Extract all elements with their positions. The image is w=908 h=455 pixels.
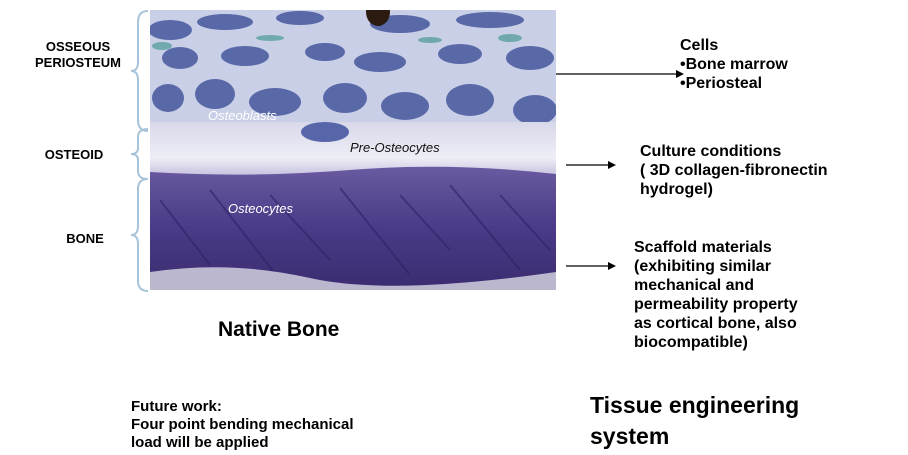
label-osseous: OSSEOUS [22,39,134,55]
future-work-block: Future work: Four point bending mechanic… [131,398,354,452]
future-work-line: Four point bending mechanical [131,416,354,434]
label-osteoid: OSTEOID [35,147,113,163]
culture-line: Culture conditions [640,142,828,161]
tissue-engineering-title: Tissue engineering system [590,390,799,452]
bone-micrograph-image: Osteoblasts Pre-Osteocytes Osteocytes [150,10,556,290]
label-bone: BONE [55,231,115,247]
scaffold-line: as cortical bone, also [634,314,798,333]
arrow-cells [556,68,686,80]
future-work-line: Future work: [131,398,354,416]
native-bone-title: Native Bone [218,318,339,342]
cells-item-bone-marrow: •Bone marrow [680,55,788,74]
future-work-line: load will be applied [131,434,354,452]
cells-block: Cells •Bone marrow •Periosteal [680,36,788,93]
tissue-engineering-line: system [590,421,799,452]
scaffold-line: mechanical and [634,276,798,295]
culture-block: Culture conditions ( 3D collagen-fibrone… [640,142,828,199]
culture-line: ( 3D collagen-fibronectin [640,161,828,180]
scaffold-block: Scaffold materials (exhibiting similar m… [634,238,798,352]
cells-heading: Cells [680,36,788,55]
cells-item-periosteal: •Periosteal [680,74,788,93]
arrow-scaffold [566,260,618,272]
scaffold-line: permeability property [634,295,798,314]
arrow-culture [566,159,618,171]
label-periosteum: PERIOSTEUM [22,55,134,71]
scaffold-line: Scaffold materials [634,238,798,257]
label-pre-osteocytes: Pre-Osteocytes [350,140,440,155]
culture-line: hydrogel) [640,180,828,199]
bracket-bone [130,178,150,292]
scaffold-line: biocompatible) [634,333,798,352]
label-osteoblasts: Osteoblasts [208,108,277,123]
label-osteocytes: Osteocytes [228,201,293,216]
bracket-periosteum [130,10,150,132]
label-osseous-periosteum: OSSEOUS PERIOSTEUM [22,39,134,71]
bracket-osteoid [130,128,150,180]
tissue-engineering-line: Tissue engineering [590,390,799,421]
scaffold-line: (exhibiting similar [634,257,798,276]
